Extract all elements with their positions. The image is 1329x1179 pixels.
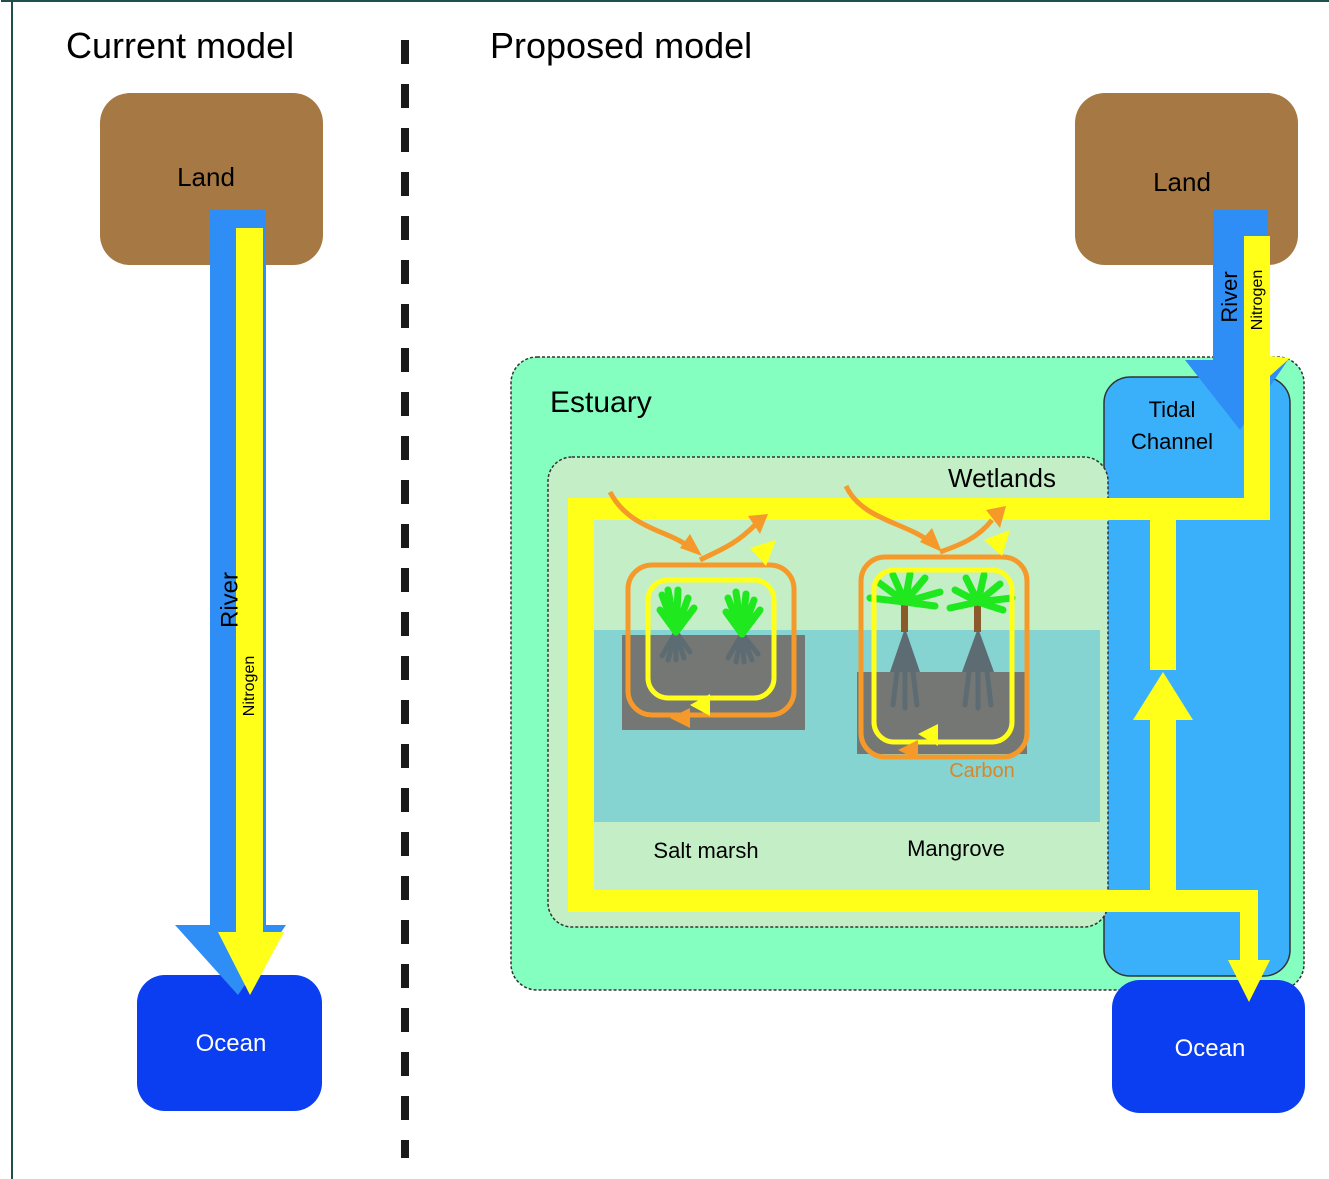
salt-marsh-nitrogen-outflow-arrowhead: [750, 540, 776, 566]
current-land-box: [100, 93, 323, 265]
proposed-ocean-label: Ocean: [1175, 1035, 1246, 1062]
wetlands-label: Wetlands: [948, 463, 1056, 493]
salt-marsh-carbon-inflow: [607, 490, 692, 550]
salt-marsh-nitrogen-loop: [645, 577, 777, 701]
nitrogen-upflow: [1150, 715, 1176, 912]
salt-marsh-plants: [656, 586, 764, 665]
proposed-nitrogen-label: Nitrogen: [1249, 270, 1266, 330]
salt-marsh-carbon-arrowhead: [670, 708, 690, 728]
mangrove-nitrogen-arrowhead: [918, 724, 938, 746]
salt-marsh-plant-2: [722, 588, 764, 665]
tidal-channel-label-line1: Tidal: [1149, 397, 1196, 422]
proposed-model: Estuary Tidal Channel Wetlands Salt mars…: [510, 93, 1305, 1113]
mangrove-carbon-outflow: [939, 518, 994, 555]
mangrove-carbon-outflow-arrowhead: [986, 506, 1006, 528]
mangrove-nitrogen-outflow-arrowhead: [984, 530, 1010, 556]
proposed-river-label: River: [1217, 271, 1242, 322]
mangrove-tree-2: [946, 571, 1016, 711]
mangrove-tree-1: [866, 570, 944, 711]
mangrove-carbon-loop: [858, 554, 1030, 760]
current-ocean-box: [137, 975, 322, 1111]
tidal-channel-label-line2: Channel: [1131, 429, 1213, 454]
nitrogen-top-flow: [568, 498, 1270, 520]
current-land-label: Land: [177, 162, 235, 192]
proposed-model-title: Proposed model: [490, 25, 752, 66]
mangrove-carbon-inflow-arrowhead: [920, 528, 942, 552]
mangrove-nitrogen-loop: [871, 567, 1015, 745]
mangrove-carbon-arrowhead: [898, 740, 918, 760]
salt-marsh-carbon-outflow-arrowhead: [748, 514, 768, 534]
nitrogen-ocean-arrowhead: [1228, 960, 1270, 1002]
salt-marsh-carbon-loop: [625, 562, 797, 718]
nitrogen-left-flow: [568, 498, 594, 912]
proposed-land-label: Land: [1153, 167, 1211, 197]
mangrove-cycle: [843, 484, 1030, 760]
current-model: Land Ocean River Nitrogen: [100, 93, 323, 1111]
current-nitrogen-label: Nitrogen: [241, 656, 258, 716]
nitrogen-upflow-upper: [1150, 520, 1176, 670]
nitrogen-pathway: [568, 236, 1290, 1002]
nitrogen-inflow-tip: [1257, 355, 1290, 383]
nitrogen-ocean-outflow: [1240, 900, 1258, 962]
nitrogen-upflow-arrowhead: [1133, 672, 1193, 720]
mangrove-carbon-inflow: [843, 484, 932, 544]
estuary-label: Estuary: [550, 386, 652, 419]
salt-marsh-label: Salt marsh: [653, 838, 758, 863]
mangrove-trees: [866, 570, 1016, 711]
current-model-title: Current model: [66, 25, 294, 66]
current-ocean-label: Ocean: [196, 1030, 267, 1057]
salt-marsh-nitrogen-arrowhead: [690, 694, 710, 716]
current-nitrogen-arrow: [218, 228, 284, 995]
carbon-label: Carbon: [949, 760, 1015, 782]
salt-marsh-plant-1: [656, 586, 698, 663]
current-river-label: River: [216, 572, 243, 628]
salt-marsh-carbon-outflow: [698, 523, 757, 563]
mangrove-label: Mangrove: [907, 836, 1005, 861]
proposed-ocean-box: [1112, 980, 1305, 1113]
nitrogen-bottom-flow: [568, 890, 1258, 912]
salt-marsh-carbon-inflow-arrowhead: [680, 534, 702, 556]
salt-marsh-cycle: [607, 490, 797, 728]
